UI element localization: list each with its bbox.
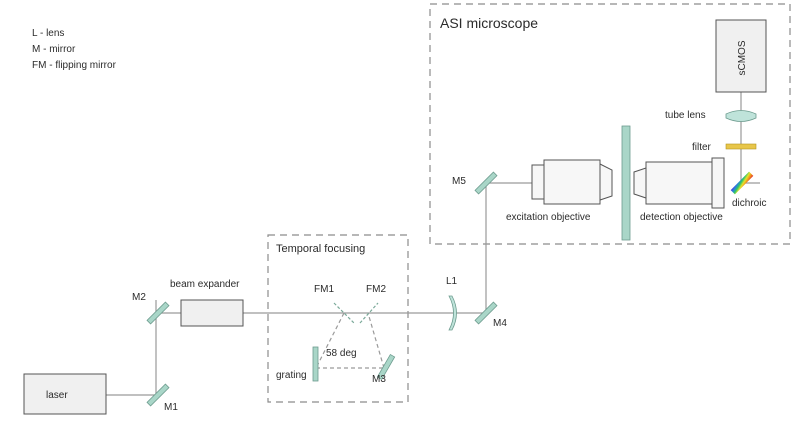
asi-microscope-box [429,3,791,245]
beam-m3-to-fm2 [367,312,385,369]
lens-l1-shape [448,295,457,331]
dichroic-shape [730,171,754,195]
detection-objective: detection objective [633,157,725,223]
beam-expander-box [180,299,244,327]
scmos-camera: sCMOS [715,19,767,93]
beam-expander-label: beam expander [170,279,240,290]
mirror-m2-label: M2 [132,292,146,303]
flipping-mirror-fm2: FM2 [359,284,386,324]
beam-paths [106,90,760,396]
detection-objective-collar [711,157,725,209]
tube-lens-label: tube lens [665,110,706,121]
detection-objective-tip [633,167,647,199]
excitation-objective-body [543,159,601,205]
legend: L - lens M - mirror FM - flipping mirror [32,28,117,71]
mirror-m3-shape [376,353,396,381]
mirror-m2-shape [146,301,170,325]
mirror-m1: M1 [146,383,178,413]
flipping-mirror-fm2-shape [359,302,379,324]
mirror-m1-shape [146,383,170,407]
mirror-m1-label: M1 [164,402,178,413]
tube-lens: tube lens [665,110,757,122]
flipping-mirror-fm1-label: FM1 [314,284,334,295]
legend-lens: L - lens [32,28,64,39]
mirror-m3: M3 [372,353,396,385]
temporal-focusing-title: Temporal focusing [276,243,365,255]
tube-lens-shape [725,110,757,122]
dichroic: dichroic [730,171,766,209]
excitation-objective-label: excitation objective [506,212,591,223]
grating-label: grating [276,370,307,381]
filter: filter [692,142,757,153]
beam-fm1-to-grating [315,312,345,369]
mirror-m3-label: M3 [372,374,386,385]
asi-microscope-title: ASI microscope [440,15,538,31]
scmos-camera-label: sCMOS [737,40,748,75]
excitation-objective-tip [599,163,613,201]
detection-objective-label: detection objective [640,212,723,223]
sample-chamber-plate [621,125,631,241]
flipping-mirror-fm1: FM1 [314,284,355,324]
legend-flipping-mirror: FM - flipping mirror [32,60,117,71]
grating-shape [312,346,319,382]
mirror-m4: M4 [474,301,507,329]
mirror-m5: M5 [452,171,498,195]
scmos-camera-box [715,19,767,93]
mirror-m4-shape [474,301,498,325]
mirror-m4-label: M4 [493,318,507,329]
detection-objective-body [645,161,713,205]
grating-angle-label: 58 deg [326,348,357,359]
lens-l1: L1 [446,276,458,331]
laser-label: laser [46,390,68,401]
mirror-m5-shape [474,171,498,195]
excitation-objective-collar [531,164,545,200]
dichroic-label: dichroic [732,198,766,209]
filter-shape [725,143,757,150]
laser-box [23,373,107,415]
legend-mirror: M - mirror [32,44,76,55]
lens-l1-label: L1 [446,276,458,287]
mirror-m2: M2 [132,292,170,325]
excitation-objective: excitation objective [506,159,613,223]
flipping-mirror-fm2-label: FM2 [366,284,386,295]
filter-label: filter [692,142,712,153]
mirror-m5-label: M5 [452,176,466,187]
temporal-focusing-box [267,234,409,403]
grating: grating 58 deg [276,346,357,382]
